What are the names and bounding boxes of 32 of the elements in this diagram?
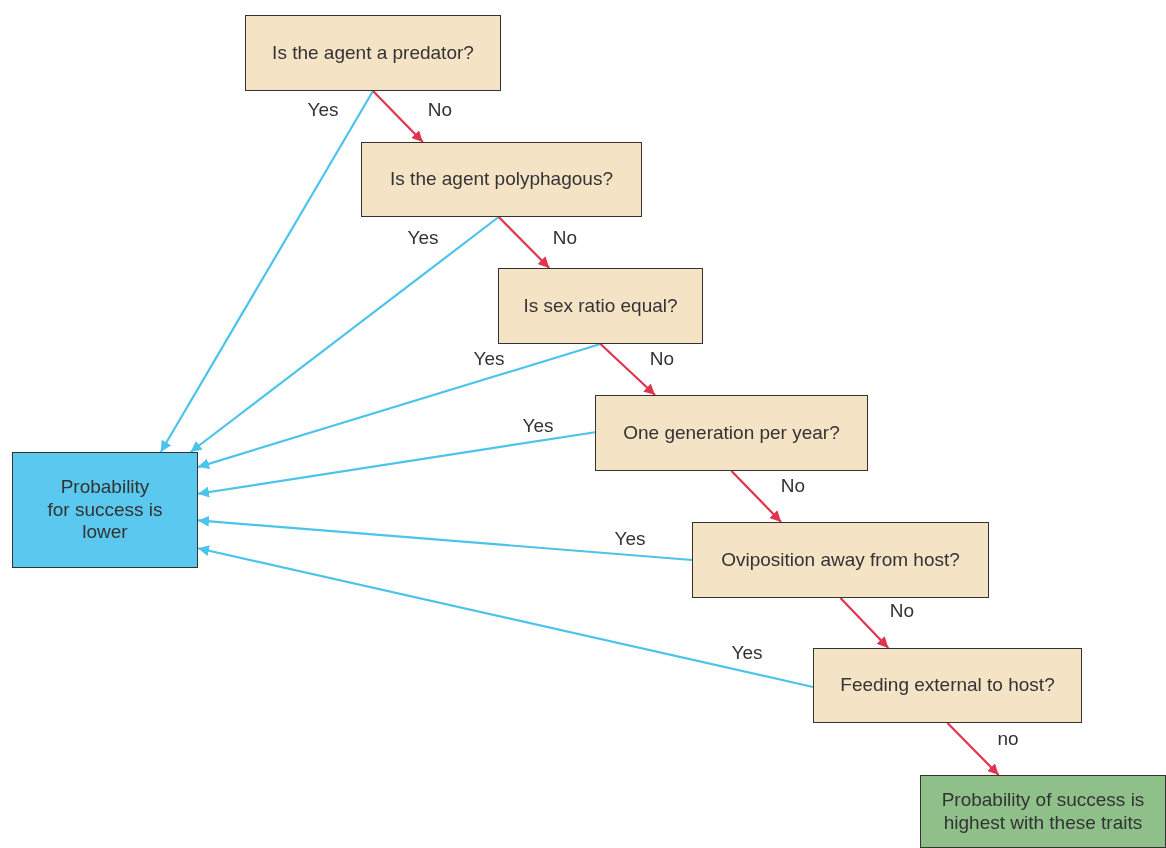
question-box: One generation per year?: [595, 395, 868, 471]
question-box: Is sex ratio equal?: [498, 268, 703, 344]
arrow: [197, 431, 596, 498]
question-box: Is the agent polyphagous?: [361, 142, 642, 217]
arrow: [497, 216, 551, 269]
edge-label: No: [780, 475, 806, 497]
edge-label: Yes: [307, 99, 339, 121]
question-box: Is the agent a predator?: [245, 15, 501, 91]
edge-label: No: [427, 99, 453, 121]
edge-label: Yes: [522, 415, 554, 437]
edge-label: No: [649, 348, 675, 370]
outcome-box: Probability of success is highest with these traits: [920, 775, 1166, 848]
edge-label: No: [889, 600, 915, 622]
arrow: [197, 342, 601, 470]
arrow: [839, 597, 890, 649]
arrow: [946, 722, 1000, 776]
arrow: [372, 90, 424, 143]
arrow: [730, 470, 782, 523]
outcome-box: Probability for success is lower: [12, 452, 198, 568]
edge-label: Yes: [473, 348, 505, 370]
arrow: [189, 216, 500, 453]
edge-label: no: [997, 728, 1019, 750]
edge-label: No: [552, 227, 578, 249]
edge-label: Yes: [731, 642, 763, 664]
arrow: [197, 545, 814, 689]
edge-label: Yes: [614, 528, 646, 550]
arrow: [197, 515, 693, 562]
edge-label: Yes: [407, 227, 439, 249]
question-box: Oviposition away from host?: [692, 522, 989, 598]
arrow: [599, 343, 656, 396]
arrow: [159, 90, 374, 453]
question-box: Feeding external to host?: [813, 648, 1082, 723]
